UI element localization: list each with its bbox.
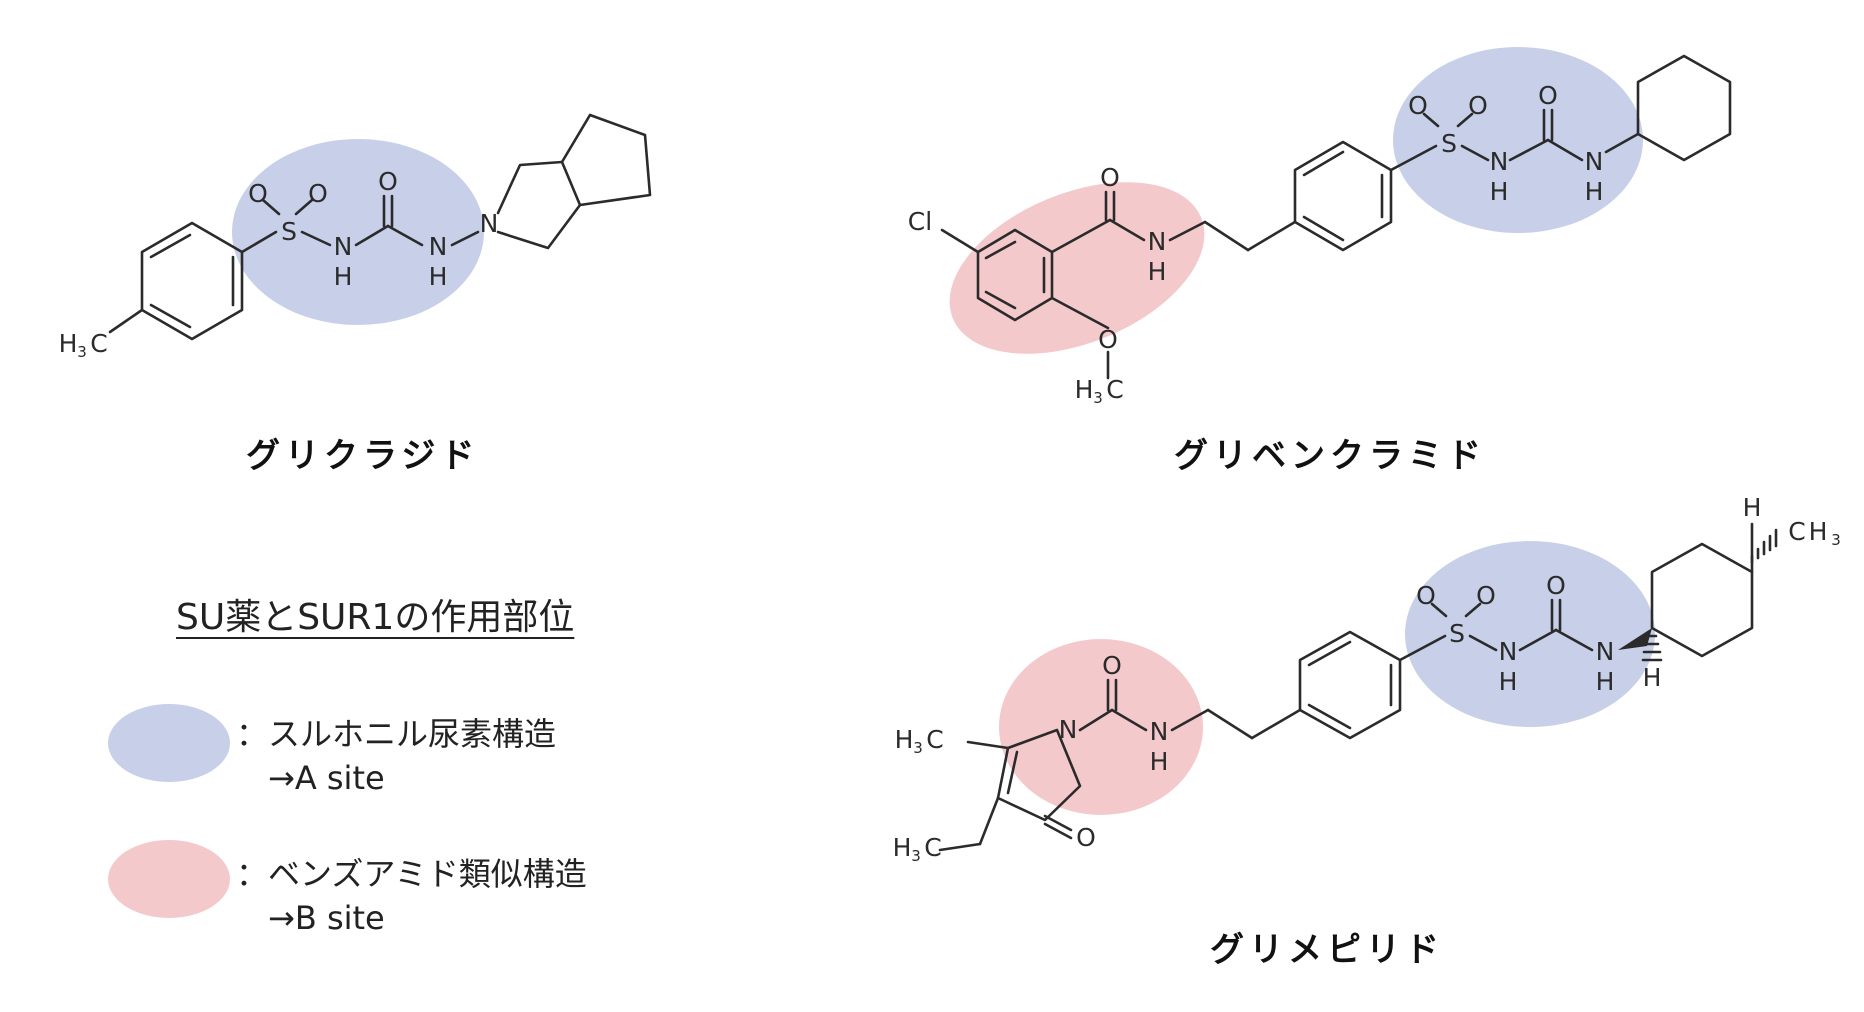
atom-n: N [480, 209, 499, 238]
atom-c: C [90, 329, 107, 358]
atom-h: H [1499, 667, 1518, 696]
atom-n: N [429, 232, 448, 261]
atom-h: H [1743, 493, 1762, 522]
legend-label-b-site: ：ベンズアミド類似構造 [236, 855, 587, 893]
atom-o: O [1098, 325, 1118, 354]
atom-o: O [1102, 651, 1122, 680]
glibenclamide-structure: Cl O N H O H 3 C S O O N H O N H [908, 54, 1732, 407]
atom-h: H [59, 329, 78, 358]
atom-h: H [1150, 747, 1169, 776]
atom-n: N [334, 232, 353, 261]
atom-subscript-3: 3 [913, 739, 923, 757]
atom-cl: Cl [908, 207, 932, 236]
atom-n: N [1059, 715, 1078, 744]
atom-h: H [1809, 517, 1828, 546]
atom-o: O [248, 179, 268, 208]
atom-o: O [1546, 571, 1566, 600]
atom-subscript-3: 3 [77, 343, 87, 361]
atom-h: H [1585, 177, 1604, 206]
wedge-bond [1618, 628, 1652, 650]
atom-n: N [1150, 717, 1169, 746]
atom-c: C [926, 725, 943, 754]
atom-n: N [1596, 637, 1615, 666]
compound-name-glibenclamide: グリベンクラミド [1174, 436, 1486, 476]
a-site-region-glibenclamide [1393, 47, 1643, 233]
atom-c: C [1106, 375, 1123, 404]
atom-s: S [1449, 619, 1465, 648]
atom-subscript-3: 3 [1093, 389, 1103, 407]
atom-h: H [429, 262, 448, 291]
legend-label-a-site: ：スルホニル尿素構造 [236, 715, 557, 753]
atom-o: O [1100, 163, 1120, 192]
atom-h: H [1075, 375, 1094, 404]
legend-title: SU薬とSUR1の作用部位 [176, 597, 575, 638]
compound-name-glimepiride: グリメピリド [1210, 930, 1444, 970]
gliclazide-structure: S O O N H O N H N H 3 C [59, 113, 652, 361]
a-site-region-glimepiride [1405, 541, 1655, 727]
atom-n: N [1148, 227, 1167, 256]
atom-h: H [895, 725, 914, 754]
b-site-region-glibenclamide [949, 182, 1205, 354]
atom-subscript-3: 3 [1831, 531, 1841, 549]
atom-c: C [1788, 517, 1805, 546]
atom-n: N [1585, 147, 1604, 176]
glimepiride-structure: H 3 C H 3 C N O O N H S O O N H O N H H … [893, 493, 1841, 865]
b-site-region-glimepiride [999, 639, 1203, 815]
atom-n: N [1490, 147, 1509, 176]
atom-subscript-3: 3 [911, 847, 921, 865]
atom-h: H [1596, 667, 1615, 696]
atom-o: O [1076, 823, 1096, 852]
atom-o: O [1416, 581, 1436, 610]
a-site-region-gliclazide [232, 139, 484, 325]
atom-o: O [1476, 581, 1496, 610]
atom-o: O [378, 167, 398, 196]
legend-swatch-b-site [108, 840, 230, 918]
legend-swatch-a-site [108, 704, 230, 782]
atom-c: C [924, 833, 941, 862]
atom-o: O [1468, 91, 1488, 120]
atom-o: O [1538, 81, 1558, 110]
atom-h: H [1643, 663, 1662, 692]
atom-h: H [334, 262, 353, 291]
legend-target-a-site: →A site [268, 759, 385, 797]
compound-name-gliclazide: グリクラジド [246, 436, 480, 476]
atom-s: S [281, 217, 297, 246]
atom-s: S [1441, 129, 1457, 158]
atom-o: O [1408, 91, 1428, 120]
atom-h: H [893, 833, 912, 862]
atom-h: H [1148, 257, 1167, 286]
legend-target-b-site: →B site [268, 899, 385, 937]
atom-h: H [1490, 177, 1509, 206]
atom-o: O [308, 179, 328, 208]
atom-n: N [1499, 637, 1518, 666]
